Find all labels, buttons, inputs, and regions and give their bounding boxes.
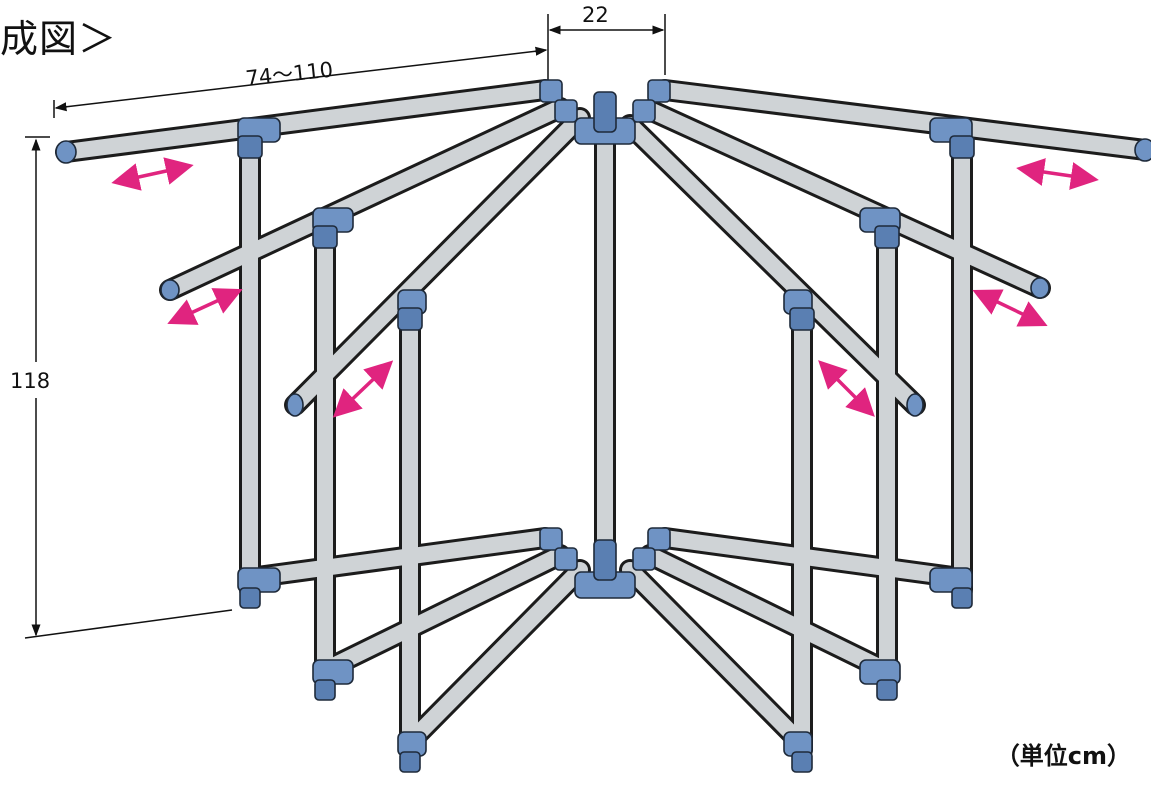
pipe-frame — [66, 90, 1145, 750]
arm-length-label: 74～110 — [244, 58, 334, 91]
figure-title: 成図＞ — [0, 17, 118, 61]
dimension-lines — [24, 14, 666, 639]
joints — [55, 79, 1151, 773]
unit-label: （単位cm） — [995, 742, 1131, 770]
adjust-arrows — [111, 157, 1099, 418]
top-width-label: 22 — [582, 3, 609, 27]
height-label: 118 — [10, 369, 50, 393]
